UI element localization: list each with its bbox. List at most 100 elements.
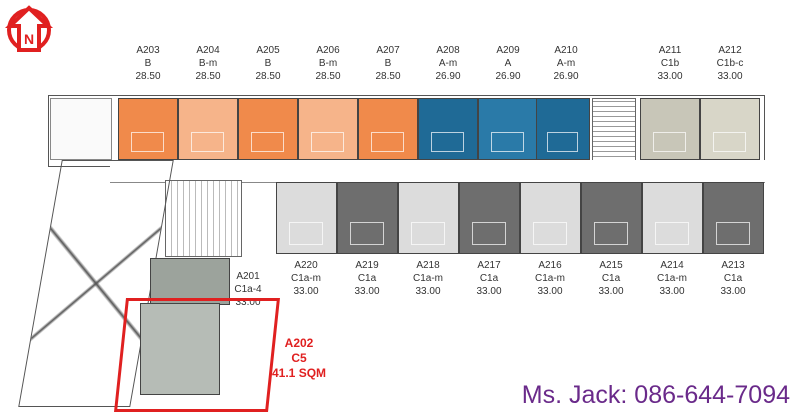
unit-type: C1a-m bbox=[534, 273, 565, 284]
unit-id: A207 bbox=[376, 45, 400, 56]
unit-area: 28.50 bbox=[315, 71, 341, 82]
unit-label: A204 B-m 28.50 bbox=[178, 44, 238, 83]
unit-type: A-m bbox=[438, 58, 458, 69]
unit-id: A212 bbox=[718, 45, 742, 56]
unit-id: A205 bbox=[256, 45, 280, 56]
unit-id: A208 bbox=[436, 45, 460, 56]
stair-core bbox=[592, 98, 636, 162]
unit-type: B bbox=[264, 58, 272, 69]
unit-label: A217 C1a 33.00 bbox=[459, 259, 519, 298]
unit-label: A215 C1a 33.00 bbox=[581, 259, 641, 298]
unit-label: A208 A-m 26.90 bbox=[418, 44, 478, 83]
unit-area: 33.00 bbox=[720, 286, 746, 297]
unit-type: A bbox=[504, 58, 512, 69]
unit-label: A205 B 28.50 bbox=[238, 44, 298, 83]
unit-area: 26.90 bbox=[553, 71, 579, 82]
unit-area: 33.00 bbox=[717, 71, 743, 82]
unit-id: A214 bbox=[660, 260, 684, 271]
unit-type: A-m bbox=[556, 58, 576, 69]
unit-a205[interactable] bbox=[238, 98, 298, 160]
unit-type: C1a bbox=[479, 273, 499, 284]
unit-a216[interactable] bbox=[520, 182, 581, 254]
unit-label: A210 A-m 26.90 bbox=[536, 44, 596, 83]
unit-label: A211 C1b 33.00 bbox=[640, 44, 700, 83]
unit-a214[interactable] bbox=[642, 182, 703, 254]
unit-id: A219 bbox=[355, 260, 379, 271]
unit-a219[interactable] bbox=[337, 182, 398, 254]
unit-label: A218 C1a-m 33.00 bbox=[398, 259, 458, 298]
unit-area: 28.50 bbox=[135, 71, 161, 82]
unit-id: A204 bbox=[196, 45, 220, 56]
unit-area: 26.90 bbox=[495, 71, 521, 82]
unit-area: 33.00 bbox=[354, 286, 380, 297]
unit-type: C1a-m bbox=[656, 273, 687, 284]
unit-label: A212 C1b-c 33.00 bbox=[700, 44, 760, 83]
unit-label: A214 C1a-m 33.00 bbox=[642, 259, 702, 298]
unit-area: 33.00 bbox=[598, 286, 624, 297]
unit-id: A218 bbox=[416, 260, 440, 271]
unit-id: A211 bbox=[658, 45, 682, 56]
unit-type: C5 bbox=[291, 351, 307, 365]
unit-label: A220 C1a-m 33.00 bbox=[276, 259, 336, 298]
unit-id: A206 bbox=[316, 45, 340, 56]
unit-id: A209 bbox=[496, 45, 520, 56]
unit-a204[interactable] bbox=[178, 98, 238, 160]
unit-type: C1a-m bbox=[412, 273, 443, 284]
unit-id: A220 bbox=[294, 260, 318, 271]
unit-area: 28.50 bbox=[375, 71, 401, 82]
unit-id: A213 bbox=[721, 260, 745, 271]
unit-area: 28.50 bbox=[195, 71, 221, 82]
unit-a202-plan bbox=[140, 303, 220, 395]
unit-type: B-m bbox=[318, 58, 338, 69]
unit-a208[interactable] bbox=[418, 98, 478, 160]
unit-area: 33.00 bbox=[657, 71, 683, 82]
unit-id: A216 bbox=[538, 260, 562, 271]
unit-a217[interactable] bbox=[459, 182, 520, 254]
unit-area: 33.00 bbox=[659, 286, 685, 297]
unit-a218[interactable] bbox=[398, 182, 459, 254]
unit-area: 33.00 bbox=[537, 286, 563, 297]
unit-a209[interactable] bbox=[478, 98, 538, 160]
unit-type: B-m bbox=[198, 58, 218, 69]
unit-label: A216 C1a-m 33.00 bbox=[520, 259, 580, 298]
unit-a213[interactable] bbox=[703, 182, 764, 254]
a201-label: A201 C1a-4 33.00 bbox=[218, 270, 278, 309]
a202-label: A202 C5 41.1 SQM bbox=[272, 336, 326, 381]
unit-area: 33.00 bbox=[235, 297, 261, 308]
stair-left bbox=[50, 98, 112, 160]
unit-id: A217 bbox=[477, 260, 501, 271]
unit-area: 26.90 bbox=[435, 71, 461, 82]
unit-a220[interactable] bbox=[276, 182, 337, 254]
unit-a212[interactable] bbox=[700, 98, 760, 160]
unit-a210[interactable] bbox=[536, 98, 590, 160]
unit-area: 33.00 bbox=[293, 286, 319, 297]
unit-label: A219 C1a 33.00 bbox=[337, 259, 397, 298]
unit-type: C1a bbox=[601, 273, 621, 284]
home-north-icon: N bbox=[4, 5, 54, 52]
contact-phone: Ms. Jack: 086-644-7094 bbox=[521, 381, 790, 409]
unit-type: C1a-m bbox=[290, 273, 321, 284]
unit-id: A201 bbox=[236, 271, 260, 282]
unit-label: A203 B 28.50 bbox=[118, 44, 178, 83]
unit-type: C1a bbox=[723, 273, 743, 284]
lift-core bbox=[165, 180, 242, 257]
unit-type: C1a-4 bbox=[234, 284, 262, 295]
unit-a203[interactable] bbox=[118, 98, 178, 160]
unit-type: B bbox=[384, 58, 392, 69]
unit-type: C1b bbox=[660, 58, 680, 69]
unit-a206[interactable] bbox=[298, 98, 358, 160]
unit-label: A206 B-m 28.50 bbox=[298, 44, 358, 83]
unit-a207[interactable] bbox=[358, 98, 418, 160]
unit-a215[interactable] bbox=[581, 182, 642, 254]
unit-area: 28.50 bbox=[255, 71, 281, 82]
unit-id: A215 bbox=[599, 260, 623, 271]
unit-label: A207 B 28.50 bbox=[358, 44, 418, 83]
unit-area: 33.00 bbox=[415, 286, 441, 297]
unit-id: A203 bbox=[136, 45, 160, 56]
unit-label: A213 C1a 33.00 bbox=[703, 259, 763, 298]
unit-id: A210 bbox=[554, 45, 578, 56]
a202-highlight[interactable] bbox=[114, 298, 280, 412]
unit-label: A209 A 26.90 bbox=[478, 44, 538, 83]
unit-a211[interactable] bbox=[640, 98, 700, 160]
unit-type: C1b-c bbox=[716, 58, 744, 69]
